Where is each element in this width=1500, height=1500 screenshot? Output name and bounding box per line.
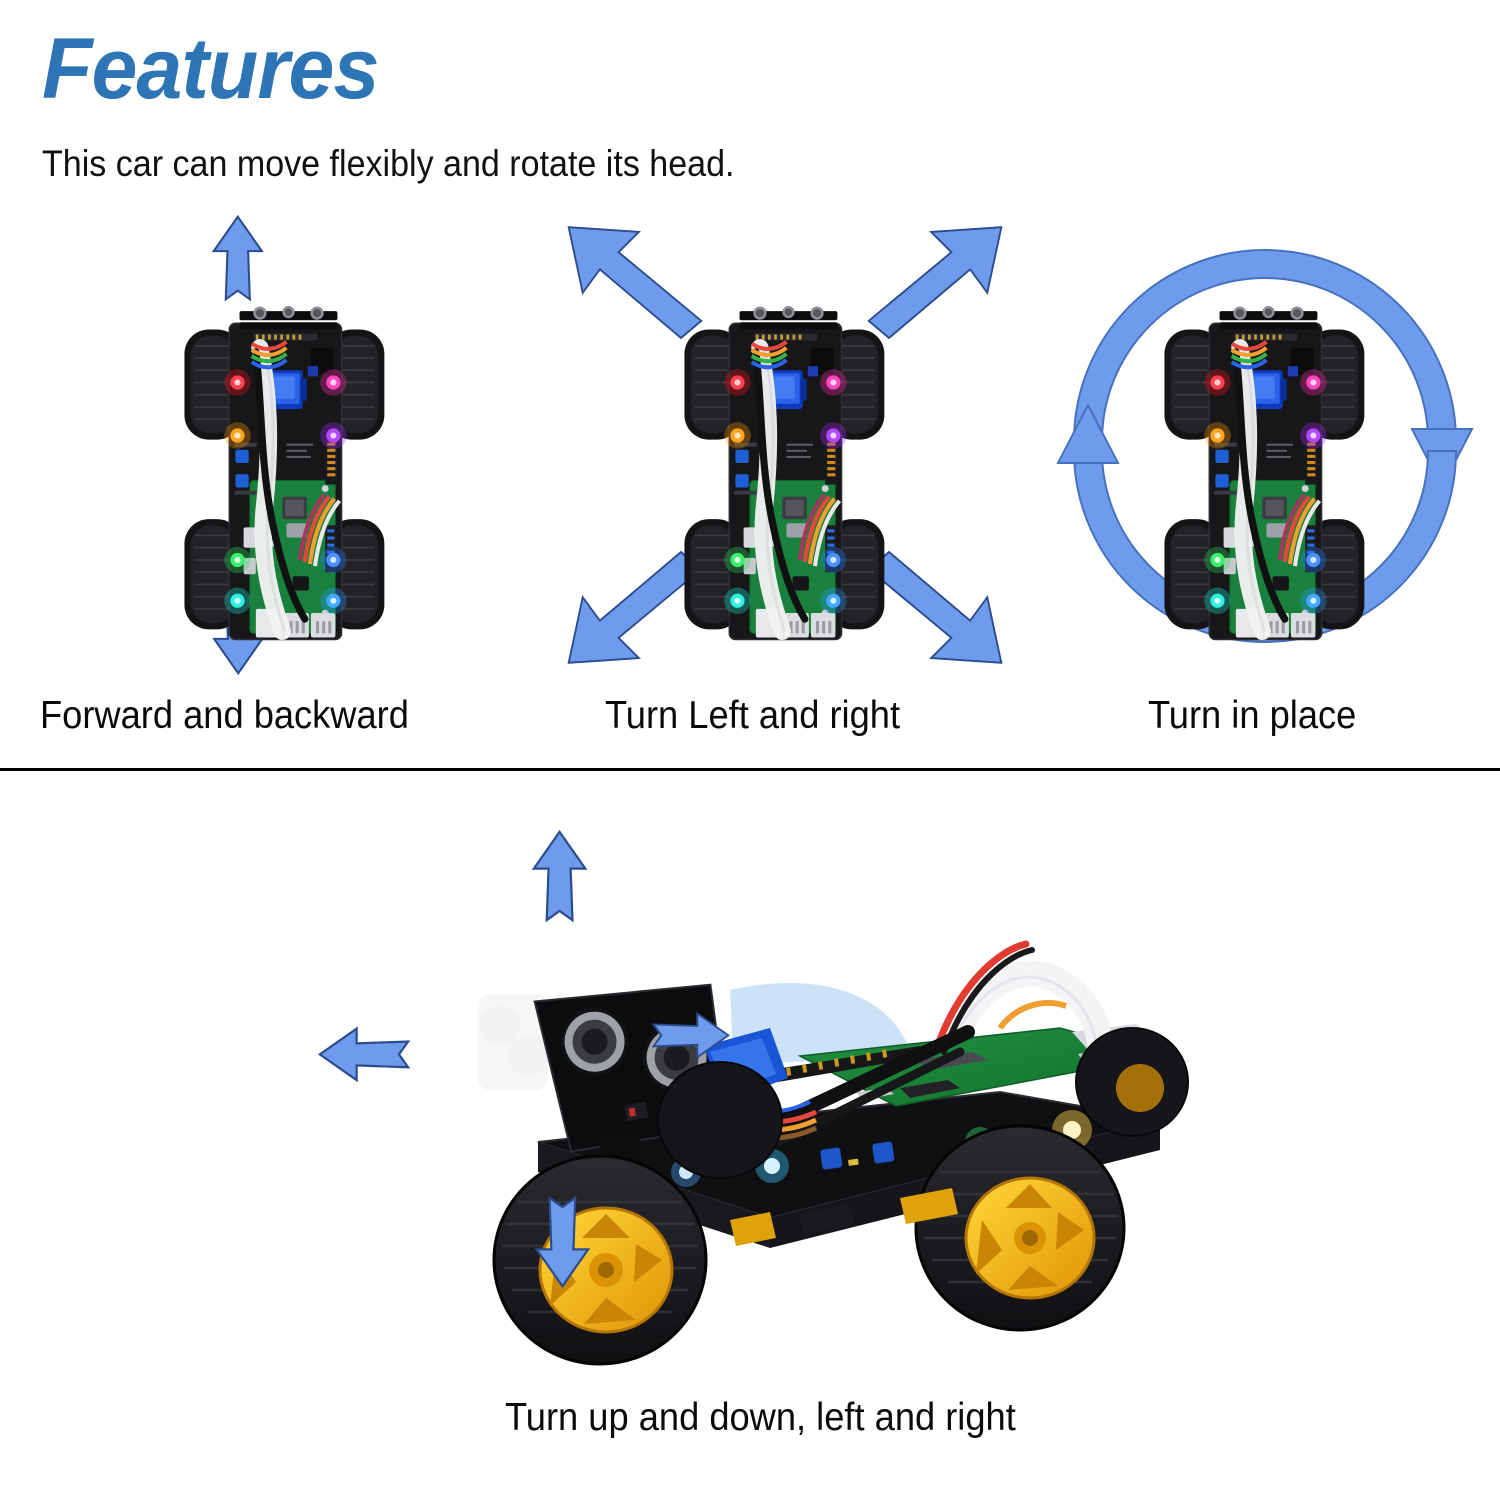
- caption-head-pan-tilt: Turn up and down, left and right: [505, 1396, 1016, 1439]
- panel-turn-in-place: [1040, 215, 1490, 675]
- arrow-down-right-icon: [867, 551, 1003, 664]
- panel-head-pan-tilt: [300, 820, 1200, 1380]
- panel-turn-left-right: [560, 215, 1010, 675]
- page-subtitle: This car can move flexibly and rotate it…: [42, 143, 735, 184]
- page-title: Features: [42, 21, 379, 117]
- robot-car-three-quarter-view-image: [478, 940, 1189, 1366]
- arrow-down-left-icon: [567, 551, 703, 664]
- arrow-up-right-icon: [867, 226, 1003, 339]
- arrow-left-icon: [318, 1027, 410, 1082]
- arrow-up-icon: [212, 215, 263, 301]
- caption-forward-backward: Forward and backward: [40, 694, 409, 737]
- arrow-up-icon: [532, 830, 587, 922]
- arrow-up-left-icon: [567, 226, 703, 339]
- caption-turn-left-right: Turn Left and right: [605, 694, 901, 737]
- section-divider: [0, 768, 1500, 771]
- robot-car-top-view-image: [684, 306, 884, 640]
- caption-turn-in-place: Turn in place: [1148, 694, 1357, 737]
- robot-car-top-view-image: [1164, 306, 1364, 640]
- robot-car-top-view-image: [184, 306, 384, 640]
- panel-forward-backward: [60, 215, 510, 675]
